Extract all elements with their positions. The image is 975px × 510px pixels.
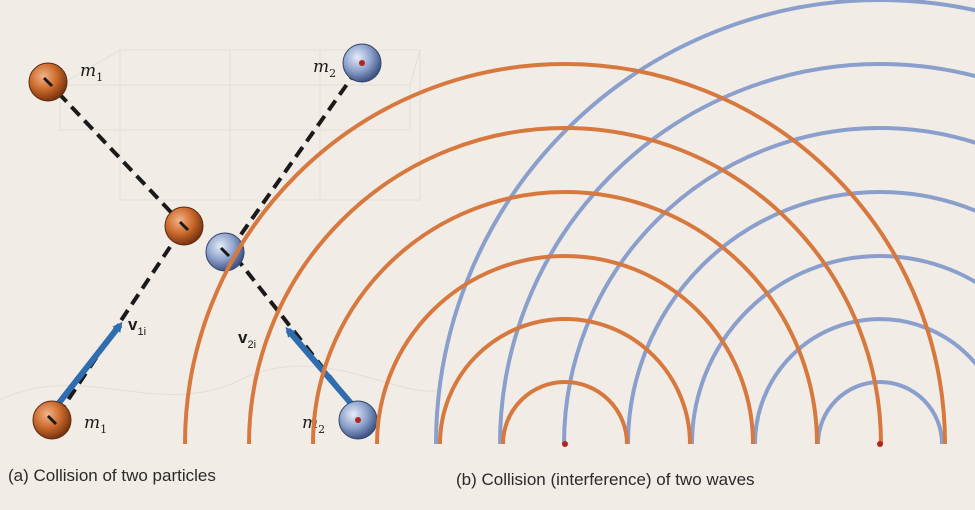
particle-m1-top [29, 63, 67, 101]
mass-label-m1-bottom: m1 [84, 413, 107, 436]
background-ghost [0, 50, 440, 400]
particle-m2-bottom [339, 401, 377, 439]
caption-panel-b: (b) Collision (interference) of two wave… [456, 470, 755, 490]
particle-m1-collision [165, 207, 203, 245]
particle-m1-bottom [33, 401, 71, 439]
path-m1-incoming [58, 226, 184, 415]
blue-wave-front [755, 319, 975, 444]
particle-m2-top [343, 44, 381, 82]
wave-source-right [877, 441, 883, 447]
wave-source-left [562, 441, 568, 447]
velocity-arrow-2 [288, 330, 355, 408]
wave-sources [562, 441, 883, 447]
mass-label-m2-top: m2 [313, 57, 336, 80]
velocity-label-2: v2i [238, 328, 256, 351]
blue-wave-front [564, 128, 975, 444]
velocity-arrow-1 [55, 325, 120, 408]
path-m1-outgoing [48, 82, 184, 226]
orange-wave-front [185, 64, 945, 444]
caption-panel-a: (a) Collision of two particles [8, 466, 216, 486]
mass-label-m1-top: m1 [80, 61, 103, 84]
orange-wave-fronts [185, 64, 945, 444]
velocity-label-1: v1i [128, 315, 146, 338]
